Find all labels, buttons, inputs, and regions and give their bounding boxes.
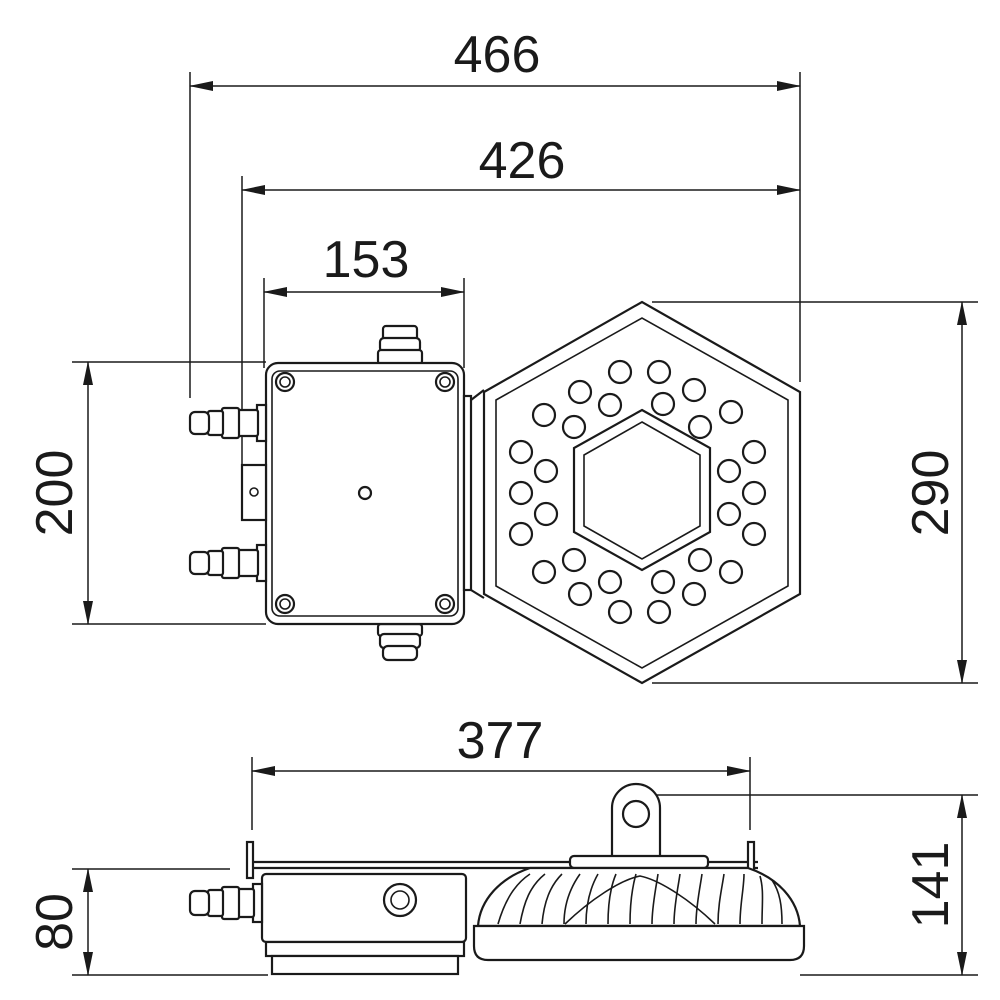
- dim-label-466: 466: [454, 26, 541, 84]
- cable-gland-top: [376, 324, 424, 366]
- dimension-side-width: 377: [251, 712, 751, 830]
- dimension-overall-width: 466: [189, 26, 801, 398]
- dim-label-377: 377: [457, 712, 544, 770]
- led-fixture-side-view: [472, 782, 806, 962]
- dimension-box-depth: 80: [26, 868, 268, 976]
- dim-label-200: 200: [26, 450, 84, 537]
- junction-box-top-view: [188, 324, 473, 662]
- dim-label-80: 80: [26, 893, 84, 951]
- dim-label-426: 426: [479, 132, 566, 190]
- side-view: [188, 782, 806, 976]
- cable-gland-left-lower: [188, 543, 268, 583]
- dimension-housing-width: 426: [241, 132, 801, 470]
- dim-label-153: 153: [323, 231, 410, 289]
- dimension-box-width: 153: [263, 231, 465, 368]
- junction-box-side-view: [260, 872, 468, 976]
- cable-gland-left-upper: [188, 403, 268, 443]
- dimension-box-height: 200: [26, 361, 266, 625]
- center-hole-icon: [357, 485, 373, 501]
- dim-label-141: 141: [902, 842, 960, 929]
- led-housing-top-view: [470, 300, 802, 685]
- cable-gland-side: [188, 882, 264, 924]
- box-screws: [274, 371, 456, 615]
- mounting-bracket-left: [240, 463, 268, 522]
- led-array: [508, 359, 767, 625]
- heatsink-fins: [497, 873, 783, 925]
- cable-gland-bottom: [376, 622, 424, 662]
- dimension-total-height: 141: [640, 794, 978, 976]
- dim-label-290: 290: [902, 450, 960, 537]
- dimension-housing-height: 290: [652, 301, 978, 684]
